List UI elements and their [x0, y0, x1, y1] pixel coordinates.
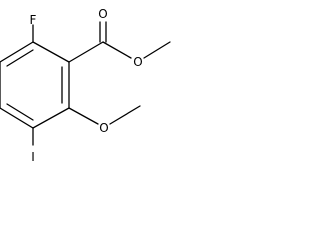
bond-c2-methoxy-o: [68, 107, 99, 125]
methoxy-oxygen-label: O: [99, 121, 108, 135]
bond-methoxy-o-methyl: [109, 105, 141, 125]
ring-bond-c3-c4: [0, 107, 34, 129]
ring-bond-c6-c1: [32, 41, 70, 63]
molecule-structure: F O O O I: [0, 7, 171, 164]
methoxy-group: O: [68, 105, 141, 135]
bond-ester-o-methyl: [143, 41, 171, 59]
bond-carbonyl-c-ester-o: [102, 41, 132, 59]
carbonyl-oxygen-label: O: [98, 7, 107, 21]
ring-bond-c5-c6: [0, 41, 34, 63]
bond-c1-carbonyl-carbon: [68, 41, 104, 63]
ester-group: O O: [68, 7, 171, 69]
fluorine-atom-label: F: [30, 13, 37, 27]
iodine-atom-label: I: [31, 150, 35, 164]
ring-bond-c2-c3: [32, 107, 70, 129]
benzene-ring: [0, 41, 70, 129]
ring-double-bond-c3-c4: [6, 103, 34, 121]
ring-double-bond-c5-c6: [6, 49, 34, 67]
ester-oxygen-label: O: [133, 55, 142, 69]
